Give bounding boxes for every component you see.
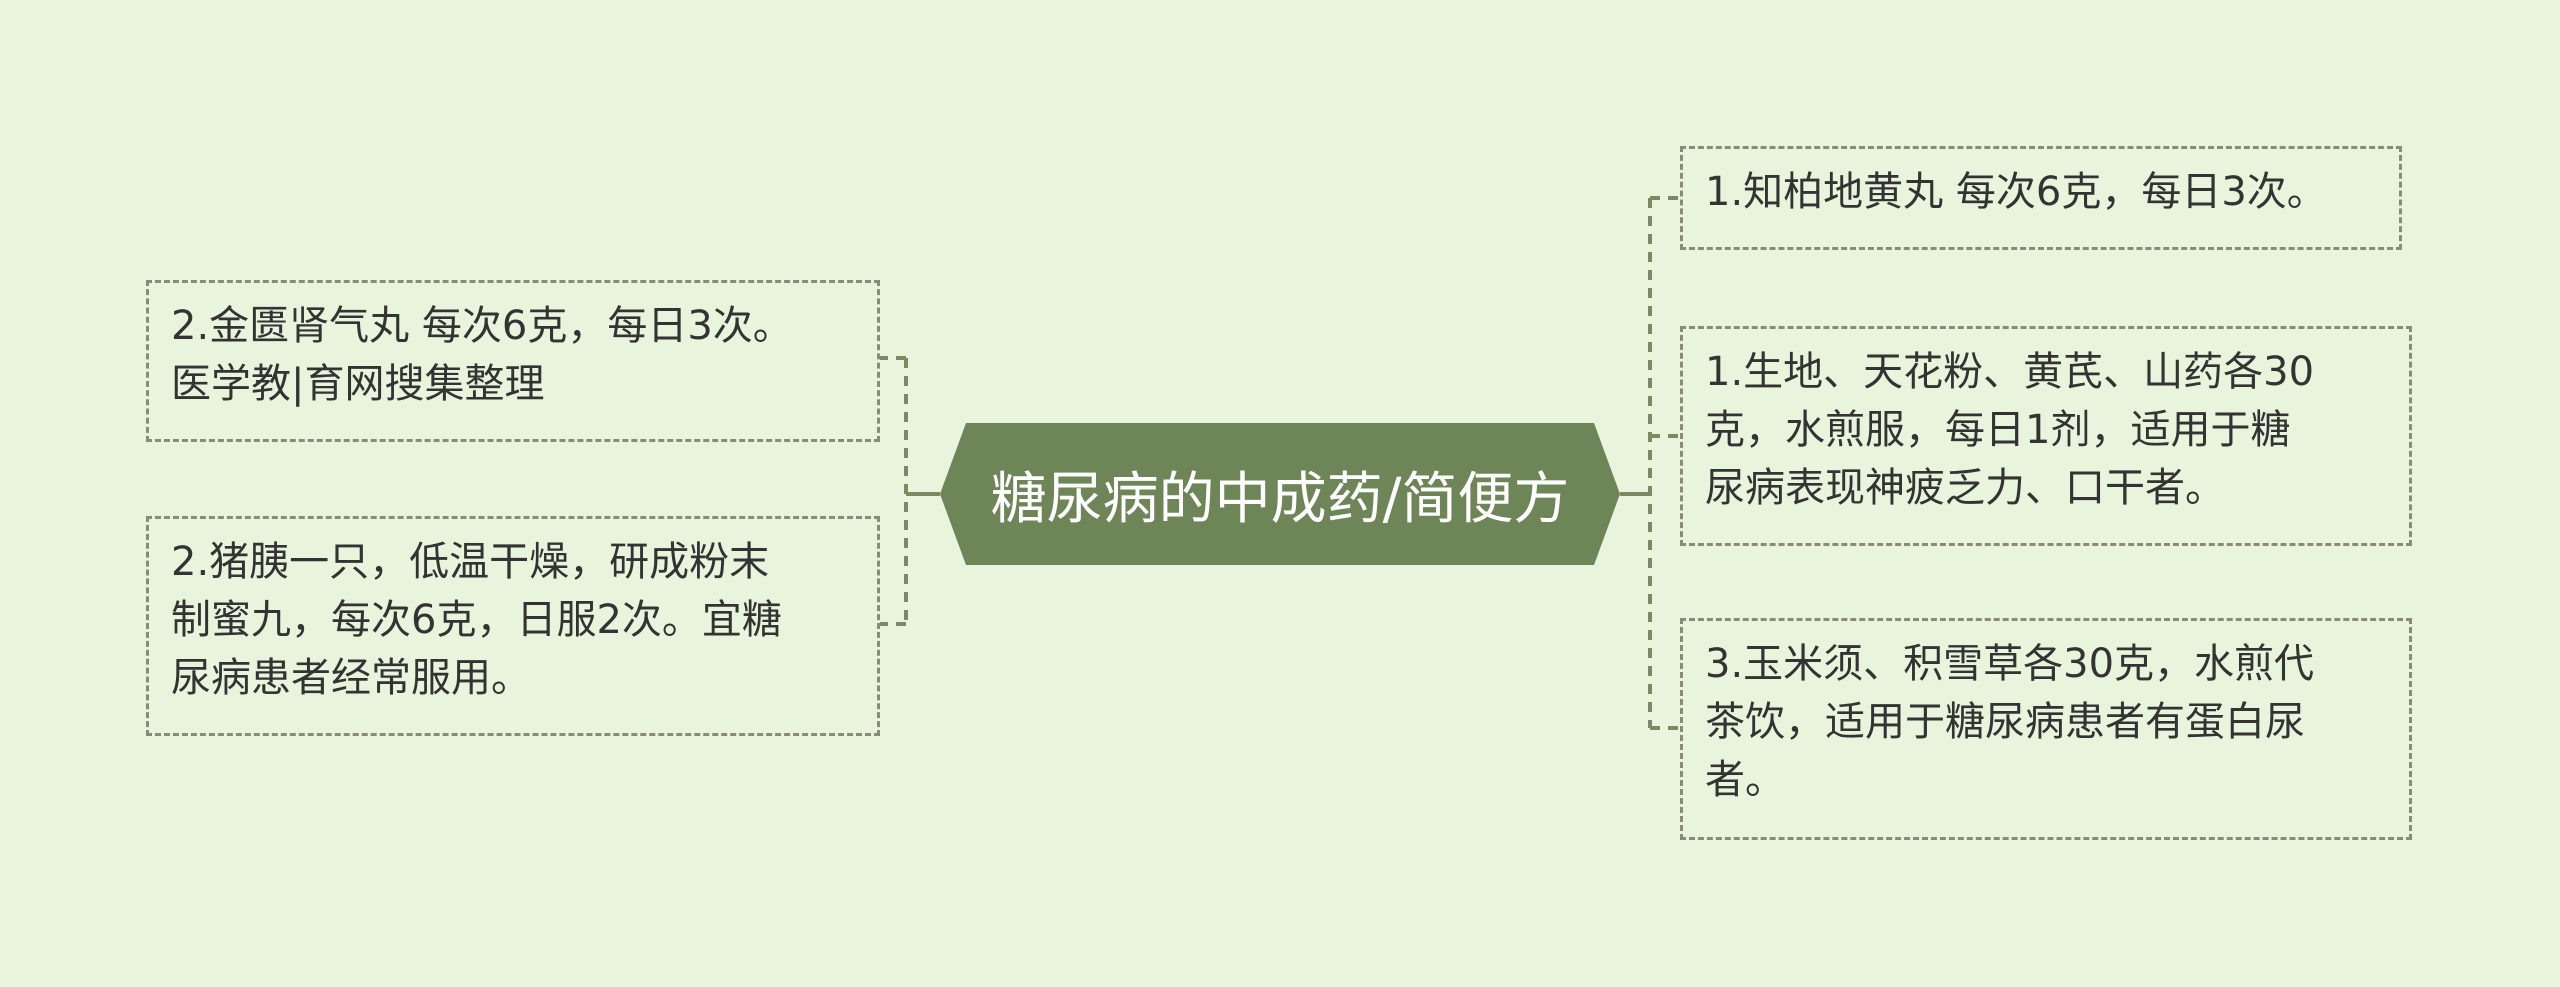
left-node-1[interactable]: 2.金匮肾气丸 每次6克，每日3次。 医学教|育网搜集整理 bbox=[146, 280, 880, 442]
central-topic[interactable]: 糖尿病的中成药/简便方 bbox=[940, 423, 1620, 565]
right-node-1[interactable]: 1.知柏地黄丸 每次6克，每日3次。 bbox=[1680, 146, 2402, 250]
central-topic-shape bbox=[940, 423, 1620, 565]
right-node-3[interactable]: 3.玉米须、积雪草各30克，水煎代 茶饮，适用于糖尿病患者有蛋白尿 者。 bbox=[1680, 618, 2412, 840]
right-node-2[interactable]: 1.生地、天花粉、黄芪、山药各30 克，水煎服，每日1剂，适用于糖 尿病表现神疲… bbox=[1680, 326, 2412, 546]
central-topic-label: 糖尿病的中成药/简便方 bbox=[990, 466, 1570, 532]
left-node-2[interactable]: 2.猪胰一只，低温干燥，研成粉末 制蜜九，每次6克，日服2次。宜糖 尿病患者经常… bbox=[146, 516, 880, 736]
